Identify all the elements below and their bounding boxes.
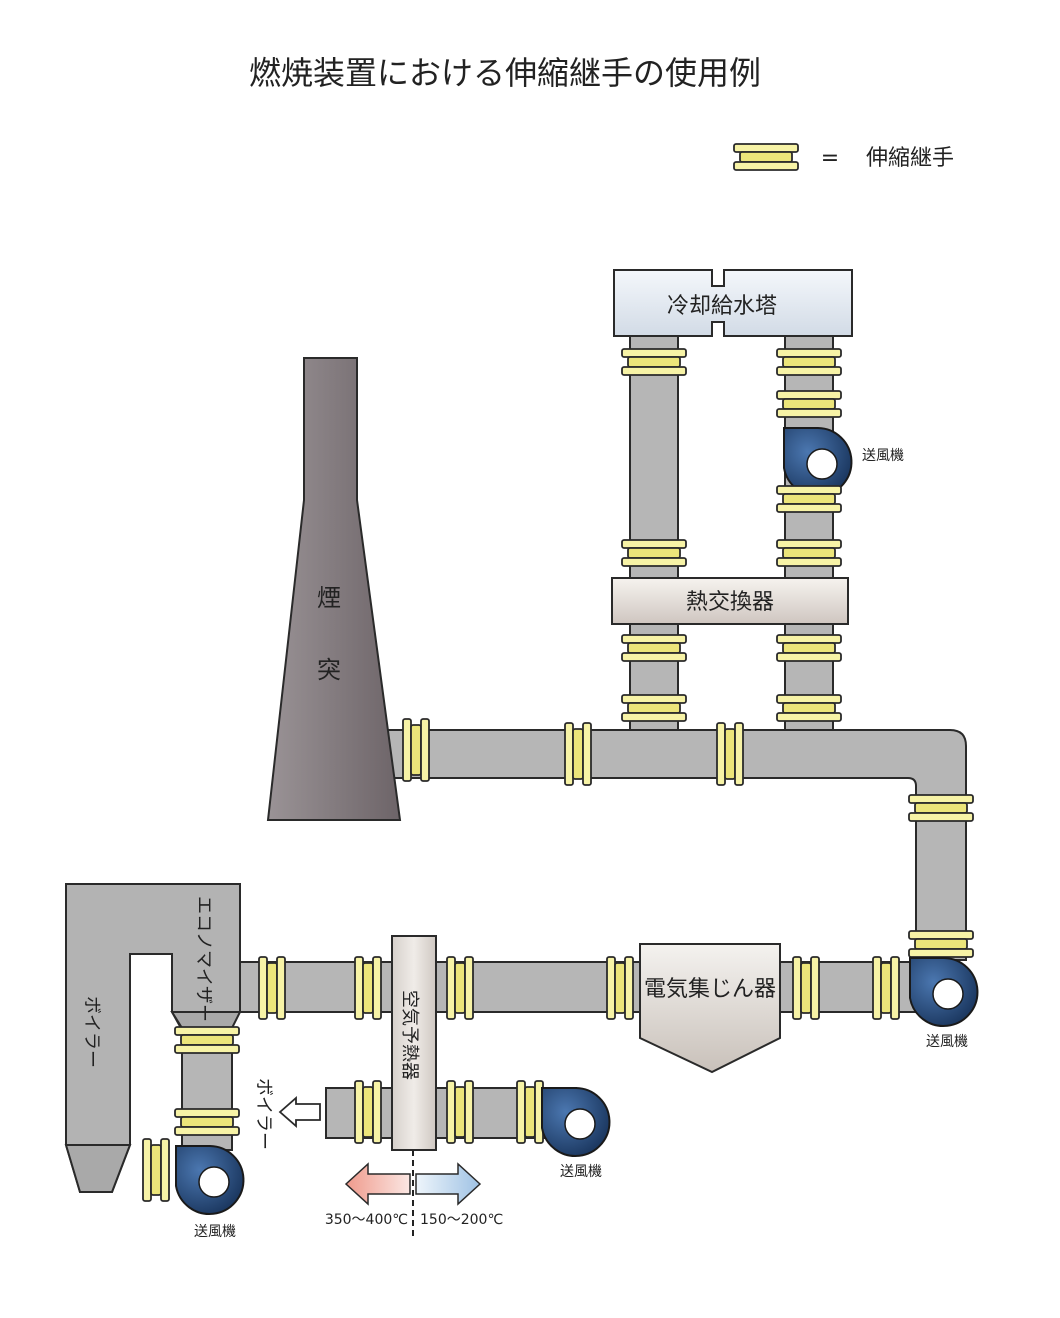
joint-right-riser-4 bbox=[776, 539, 842, 567]
legend: = 伸縮継手 bbox=[733, 143, 954, 171]
boiler-fan-icon bbox=[175, 1145, 245, 1215]
joint-right-riser-6 bbox=[776, 694, 842, 722]
diagram-title: 燃焼装置における伸縮継手の使用例 bbox=[249, 54, 761, 92]
boiler-return-label: ボイラー bbox=[253, 1078, 274, 1150]
joint-left-riser-3 bbox=[621, 634, 687, 662]
boiler-hopper bbox=[64, 1144, 132, 1193]
joint-right-vertical-2 bbox=[908, 930, 974, 958]
cold-temp-label: 150～200℃ bbox=[420, 1212, 503, 1228]
joint-right-riser-3 bbox=[776, 485, 842, 513]
electrostatic-precipitator bbox=[639, 943, 781, 1074]
chimney-label-2: 突 bbox=[317, 656, 341, 684]
joint-left-riser-2 bbox=[621, 539, 687, 567]
cooling-tower-label: 冷却給水塔 bbox=[667, 294, 777, 319]
air-preheater bbox=[391, 935, 437, 1151]
left-riser-duct bbox=[629, 335, 679, 732]
hot-arrow-icon bbox=[344, 1162, 411, 1206]
lower-right-fan-label: 送風機 bbox=[926, 1034, 968, 1050]
chimney-label-1: 煙 bbox=[317, 584, 341, 612]
joint-lower-duct-2 bbox=[354, 956, 382, 1020]
lower-right-fan-icon bbox=[909, 957, 979, 1027]
precipitator-label: 電気集じん器 bbox=[644, 977, 776, 1002]
economizer-label: エコノマイザー bbox=[193, 896, 214, 1022]
joint-lower-duct-5 bbox=[792, 956, 820, 1020]
to-boiler-arrow-icon bbox=[278, 1096, 321, 1128]
joint-boiler-duct-1 bbox=[174, 1026, 240, 1054]
joint-main-duct-3 bbox=[716, 722, 744, 786]
return-fan-label: 送風機 bbox=[560, 1164, 602, 1180]
joint-return-duct-2 bbox=[446, 1080, 474, 1144]
legend-equals: = bbox=[821, 146, 839, 171]
lower-main-duct bbox=[239, 961, 941, 1013]
air-preheater-label: 空気予熱器 bbox=[399, 990, 420, 1080]
return-fan-icon bbox=[541, 1087, 611, 1157]
joint-main-duct-2 bbox=[564, 722, 592, 786]
joint-boiler-fan bbox=[142, 1138, 170, 1202]
hot-temp-label: 350～400℃ bbox=[325, 1212, 408, 1228]
joint-left-riser-4 bbox=[621, 694, 687, 722]
joint-main-duct-1 bbox=[402, 718, 430, 782]
upper-fan-label: 送風機 bbox=[862, 448, 904, 464]
joint-return-duct-3 bbox=[516, 1080, 544, 1144]
joint-lower-duct-3 bbox=[446, 956, 474, 1020]
joint-left-riser-1 bbox=[621, 348, 687, 376]
joint-right-riser-2 bbox=[776, 390, 842, 418]
joint-right-vertical-1 bbox=[908, 794, 974, 822]
heat-exchanger-label: 熱交換器 bbox=[686, 590, 774, 615]
cold-arrow-icon bbox=[415, 1162, 482, 1206]
joint-right-riser-1 bbox=[776, 348, 842, 376]
joint-right-riser-5 bbox=[776, 634, 842, 662]
heat-exchanger bbox=[611, 577, 849, 625]
main-flue-duct bbox=[379, 729, 967, 961]
boiler-label: ボイラー bbox=[81, 996, 102, 1068]
joint-return-duct-1 bbox=[354, 1080, 382, 1144]
joint-lower-duct-6 bbox=[872, 956, 900, 1020]
chimney bbox=[266, 357, 402, 821]
legend-label: 伸縮継手 bbox=[866, 146, 954, 171]
joint-boiler-duct-2 bbox=[174, 1108, 240, 1136]
joint-lower-duct-4 bbox=[606, 956, 634, 1020]
joint-lower-duct-1 bbox=[258, 956, 286, 1020]
boiler-fan-label: 送風機 bbox=[194, 1224, 236, 1240]
expansion-joint-symbol bbox=[733, 143, 799, 171]
cooling-tower bbox=[613, 269, 853, 337]
